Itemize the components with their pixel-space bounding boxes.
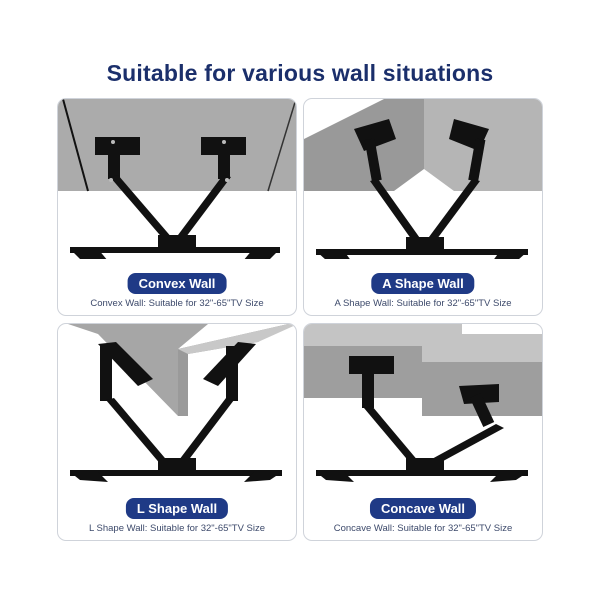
description-a-shape-wall: A Shape Wall: Suitable for 32"-65"TV Siz… [334,298,512,309]
description-l-shape-wall: L Shape Wall: Suitable for 32"-65"TV Siz… [88,523,266,534]
a-shape-wall-mount-illustration [304,99,542,259]
convex-wall-mount-illustration [58,99,296,259]
card-a-shape-wall: A Shape Wall A Shape Wall: Suitable for … [303,98,543,316]
l-shape-wall-mount-illustration [68,324,296,482]
badge-a-shape-wall: A Shape Wall [371,273,475,294]
badge-convex-wall: Convex Wall [127,273,227,294]
description-convex-wall: Convex Wall: Suitable for 32"-65"TV Size [90,298,264,309]
card-concave-wall: Concave Wall Concave Wall: Suitable for … [303,323,543,541]
badge-concave-wall: Concave Wall [369,498,477,519]
description-concave-wall: Concave Wall: Suitable for 32"-65"TV Siz… [333,523,513,534]
card-l-shape-wall: L Shape Wall L Shape Wall: Suitable for … [57,323,297,541]
concave-wall-mount-illustration [304,324,542,482]
badge-l-shape-wall: L Shape Wall [125,498,229,519]
page-title: Suitable for various wall situations [106,60,494,86]
card-convex-wall: Convex Wall Convex Wall: Suitable for 32… [57,98,297,316]
